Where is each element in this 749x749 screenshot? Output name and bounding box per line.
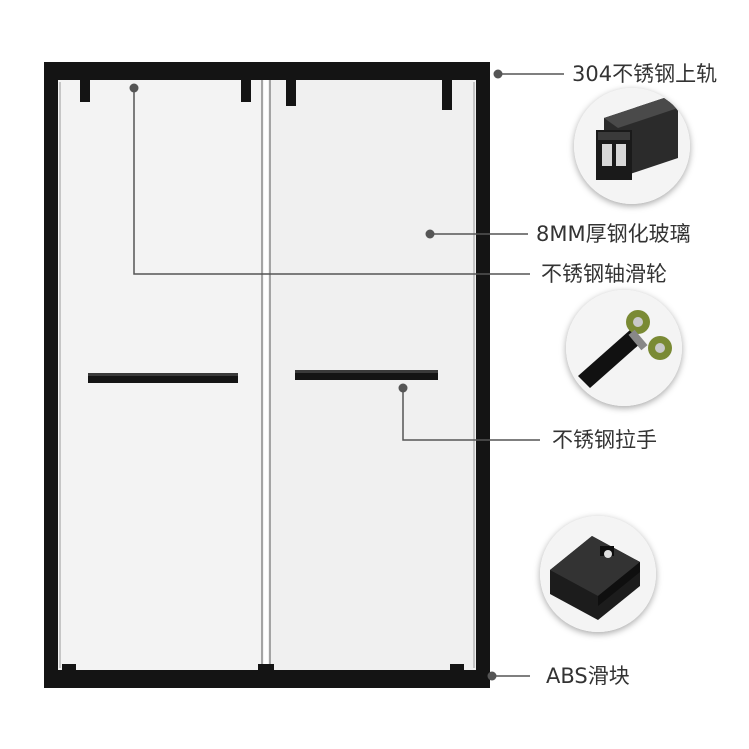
roller-wheel-thumbnail (566, 290, 682, 406)
callout-glass: 8MM厚钢化玻璃 (536, 222, 691, 246)
callout-slider: ABS滑块 (546, 664, 630, 688)
rail-profile-thumbnail (574, 88, 690, 204)
door-frame (44, 62, 490, 688)
callout-handle: 不锈钢拉手 (552, 428, 657, 452)
left-handle (88, 373, 238, 383)
bottom-sliders (62, 664, 464, 672)
callout-leaders (133, 73, 564, 677)
callout-top-rail: 304不锈钢上轨 (572, 62, 718, 86)
roller-wheel-icon (566, 290, 682, 406)
callout-roller: 不锈钢轴滑轮 (541, 262, 667, 286)
abs-slider-icon (540, 516, 656, 632)
abs-slider-thumbnail (540, 516, 656, 632)
right-handle (295, 370, 438, 380)
callout-dots (129, 69, 503, 681)
roller-hangers (80, 80, 452, 110)
rail-profile-icon (574, 88, 690, 204)
